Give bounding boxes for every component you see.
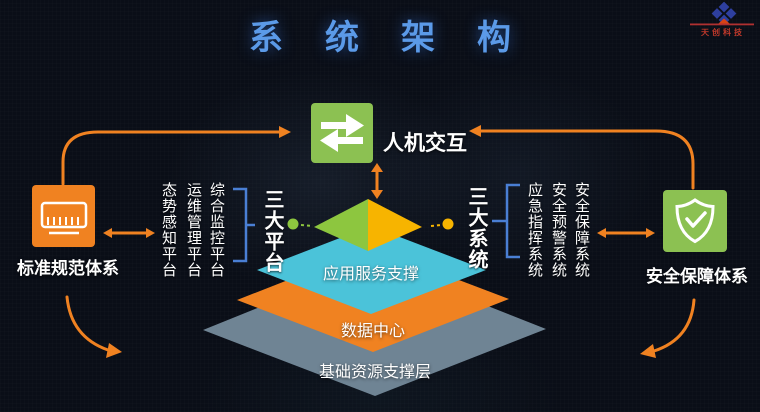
arrow-left-to-base <box>65 295 110 352</box>
systems-heading: 三大系统 <box>465 186 487 270</box>
pyramid-label-base: 基础资源支撑层 <box>318 364 431 381</box>
swap-arrows-icon <box>311 103 373 163</box>
hmi-label: 人机交互 <box>383 132 467 155</box>
pyramid-top-right-facet <box>368 199 422 251</box>
platforms-connector-dash <box>300 224 314 227</box>
platform-item-2: 运维管理平台 <box>185 182 202 278</box>
platforms-heading: 三大平台 <box>261 189 283 273</box>
pyramid-layer-app <box>257 226 486 314</box>
pyramid-top-left-facet <box>314 199 368 251</box>
system-item-2: 安全预警系统 <box>550 182 567 278</box>
systems-bracket <box>492 183 520 259</box>
logo-triangle <box>718 18 730 24</box>
systems-connector-dash <box>430 224 442 227</box>
system-item-1: 应急指挥系统 <box>526 182 543 278</box>
arrow-left-to-hmi <box>61 130 281 186</box>
right-system-label: 安全保障体系 <box>646 267 748 286</box>
left-system-label: 标准规范体系 <box>17 259 119 278</box>
logo-underline <box>690 23 754 26</box>
pyramid-label-app: 应用服务支撑 <box>322 266 419 283</box>
platform-item-3: 综合监控平台 <box>208 182 225 278</box>
systems-connector-dot <box>442 218 454 230</box>
page-title: 系统架构 <box>249 19 553 57</box>
arrow-right-to-base <box>652 298 696 353</box>
system-item-3: 安全保障系统 <box>573 182 590 278</box>
platforms-connector-dot <box>287 218 299 230</box>
shield-check-icon <box>663 190 727 252</box>
arrow-right-to-hmi <box>479 129 695 190</box>
ruler-icon <box>32 185 95 247</box>
pyramid-label-data: 数据中心 <box>340 323 405 340</box>
platform-item-1: 态势感知平台 <box>160 182 177 278</box>
company-logo-icon <box>690 2 754 26</box>
arrow-heads <box>103 125 656 358</box>
platforms-bracket <box>233 187 255 263</box>
company-name: 天创科技 <box>701 28 745 37</box>
